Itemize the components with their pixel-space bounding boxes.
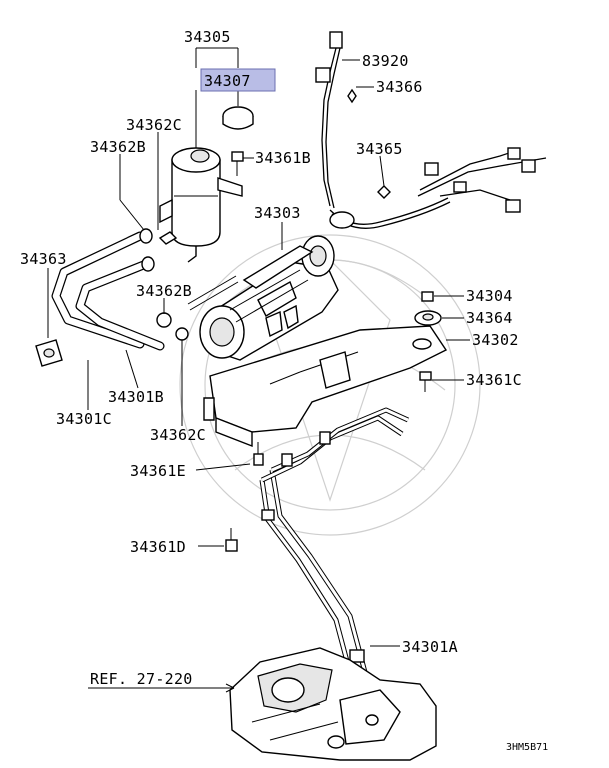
label-34361E[interactable]: 34361E: [130, 462, 186, 480]
reservoir-tank[interactable]: [158, 147, 243, 263]
label-34365[interactable]: 34365: [356, 140, 403, 158]
highlight-34307: [200, 68, 276, 92]
label-34301C[interactable]: 34301C: [56, 410, 112, 428]
label-34362B-left[interactable]: 34362B: [90, 138, 146, 156]
bolt-34361E[interactable]: [253, 442, 264, 466]
pump-bracket[interactable]: [203, 325, 448, 448]
label-34362B-mid[interactable]: 34362B: [136, 282, 192, 300]
clamp-34362C-top[interactable]: [139, 228, 153, 244]
label-34303[interactable]: 34303: [254, 204, 301, 222]
label-34363[interactable]: 34363: [20, 250, 67, 268]
clamp-34362C-bottom[interactable]: [175, 327, 189, 341]
bolt-34304[interactable]: [421, 291, 434, 302]
power-steering-pump[interactable]: [187, 235, 339, 361]
label-34361B[interactable]: 34361B: [255, 149, 311, 167]
label-ref-27-220: REF. 27-220: [90, 670, 193, 688]
label-34361D[interactable]: 34361D: [130, 538, 186, 556]
wire-harness[interactable]: [315, 31, 547, 229]
reservoir-cap[interactable]: [222, 106, 254, 130]
label-34305[interactable]: 34305: [184, 28, 231, 46]
label-83920[interactable]: 83920: [362, 52, 409, 70]
label-34366[interactable]: 34366: [376, 78, 423, 96]
label-34307[interactable]: 34307: [204, 72, 251, 90]
bolt-34361B[interactable]: [231, 151, 244, 176]
suction-hose-34363[interactable]: [35, 231, 165, 367]
label-34302[interactable]: 34302: [472, 331, 519, 349]
label-34301A[interactable]: 34301A: [402, 638, 458, 656]
label-34361C[interactable]: 34361C: [466, 371, 522, 389]
label-34364[interactable]: 34364: [466, 309, 513, 327]
bolt-34361C[interactable]: [419, 371, 432, 392]
clamp-34362B-left[interactable]: [141, 256, 155, 272]
label-34304[interactable]: 34304: [466, 287, 513, 305]
bolt-34361D[interactable]: [225, 528, 238, 552]
label-34301B[interactable]: 34301B: [108, 388, 164, 406]
pressure-hose-34301A[interactable]: [259, 407, 410, 681]
label-34362C-top[interactable]: 34362C: [126, 116, 182, 134]
leader-lines: [47, 47, 470, 693]
steering-gearbox[interactable]: [229, 647, 437, 761]
washer-34364[interactable]: [414, 310, 442, 326]
diagram-code: 3HM5B71: [506, 742, 548, 753]
clamp-34362B-mid[interactable]: [156, 312, 172, 328]
label-34362C-bottom[interactable]: 34362C: [150, 426, 206, 444]
